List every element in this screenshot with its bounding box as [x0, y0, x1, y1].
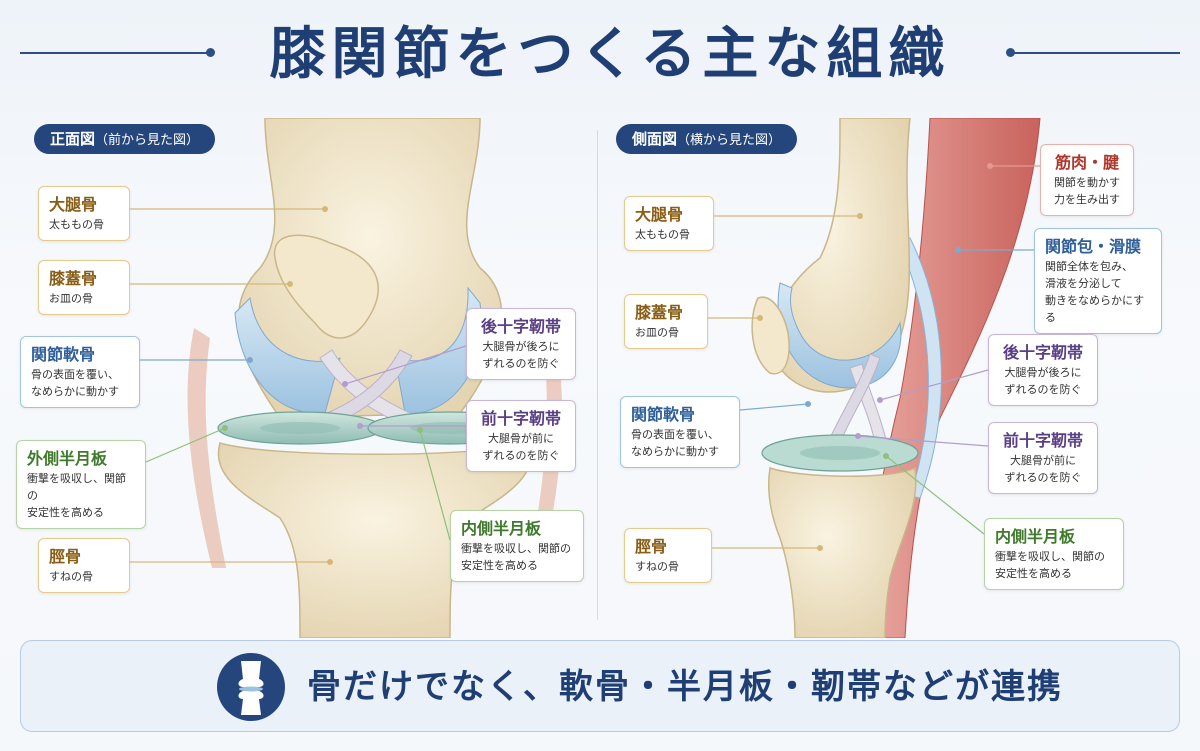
front-label-tibia-title: 脛骨 — [49, 547, 82, 566]
front-label-patella: 膝蓋骨 お皿の骨 — [38, 260, 130, 315]
front-label-lateral-meniscus: 外側半月板 衝撃を吸収し、関節の 安定性を高める — [16, 440, 146, 529]
side-label-medial-meniscus-title: 内側半月板 — [995, 527, 1076, 546]
front-view-heading-text: 正面図 — [50, 130, 96, 148]
side-label-patella-title: 膝蓋骨 — [635, 303, 684, 322]
front-label-cartilage-desc: 骨の表面を覆い、 なめらかに動かす — [31, 368, 119, 398]
side-label-medial-meniscus-desc: 衝撃を吸収し、関節の 安定性を高める — [995, 550, 1105, 580]
side-label-tibia-title: 脛骨 — [635, 537, 668, 556]
front-label-pcl-desc: 大腿骨が後ろに ずれるのを防ぐ — [482, 340, 560, 370]
front-label-acl: 前十字靭帯 大腿骨が前に ずれるのを防ぐ — [466, 400, 576, 472]
side-label-muscle-title: 筋肉・腱 — [1054, 153, 1119, 172]
side-view-heading: 側面図（横から見た図） — [616, 124, 798, 154]
side-label-pcl-desc: 大腿骨が後ろに ずれるのを防ぐ — [1004, 366, 1082, 396]
front-side-tendon-right — [528, 318, 563, 568]
side-label-acl-desc: 大腿骨が前に ずれるのを防ぐ — [1004, 454, 1082, 484]
side-tibia-shape — [767, 466, 917, 638]
side-label-tibia: 脛骨 すねの骨 — [624, 528, 712, 583]
front-label-femur-title: 大腿骨 — [49, 195, 98, 214]
front-label-lateral-meniscus-title: 外側半月板 — [27, 449, 108, 468]
side-label-femur-desc: 太ももの骨 — [635, 228, 690, 241]
front-view-subheading: （前から見た図） — [95, 133, 200, 148]
summary-text: 骨だけでなく、軟骨・半月板・靭帯などが連携 — [307, 667, 1063, 707]
side-label-capsule-title: 関節包・滑膜 — [1045, 237, 1142, 256]
front-label-lateral-meniscus-desc: 衝撃を吸収し、関節の 安定性を高める — [27, 472, 126, 519]
title-rule-right — [1010, 52, 1180, 54]
front-label-patella-title: 膝蓋骨 — [49, 269, 98, 288]
front-label-femur: 大腿骨 太ももの骨 — [38, 186, 130, 241]
title-rule-left — [20, 52, 210, 54]
front-label-pcl-title: 後十字靭帯 — [480, 317, 561, 336]
side-label-capsule-desc: 関節全体を包み、 滑液を分泌して 動きをなめらかにする — [1045, 260, 1145, 324]
side-label-muscle-desc: 関節を動かす 力を生み出す — [1054, 176, 1120, 206]
side-label-medial-meniscus: 内側半月板 衝撃を吸収し、関節の 安定性を高める — [984, 518, 1124, 590]
front-label-femur-desc: 太ももの骨 — [49, 218, 104, 231]
front-label-medial-meniscus-title: 内側半月板 — [461, 519, 542, 538]
view-divider — [597, 130, 598, 620]
side-label-capsule: 関節包・滑膜 関節全体を包み、 滑液を分泌して 動きをなめらかにする — [1034, 228, 1162, 334]
front-label-cartilage-title: 関節軟骨 — [31, 345, 96, 364]
title-rule-dot-left — [206, 48, 215, 57]
summary-banner: 骨だけでなく、軟骨・半月板・靭帯などが連携 — [20, 640, 1180, 732]
front-label-tibia-desc: すねの骨 — [49, 570, 93, 583]
front-view-heading: 正面図（前から見た図） — [34, 124, 216, 154]
front-label-acl-title: 前十字靭帯 — [480, 409, 561, 428]
knee-joint-icon — [217, 653, 285, 721]
title-area: 膝関節をつくる主な組織 — [0, 0, 1200, 112]
front-patella-shape — [274, 234, 379, 339]
side-view-subheading: （横から見た図） — [677, 133, 782, 148]
front-label-tibia: 脛骨 すねの骨 — [38, 538, 130, 593]
side-label-acl-title: 前十字靭帯 — [1002, 431, 1083, 450]
side-label-pcl-title: 後十字靭帯 — [1002, 343, 1083, 362]
front-label-medial-meniscus: 内側半月板 衝撃を吸収し、関節の 安定性を高める — [450, 510, 584, 582]
side-label-acl: 前十字靭帯 大腿骨が前に ずれるのを防ぐ — [988, 422, 1098, 494]
side-femur-shape — [771, 118, 911, 393]
front-label-patella-desc: お皿の骨 — [49, 292, 93, 305]
side-label-cartilage-title: 関節軟骨 — [631, 405, 696, 424]
side-label-patella-desc: お皿の骨 — [635, 326, 679, 339]
side-label-femur: 大腿骨 太ももの骨 — [624, 196, 714, 251]
front-label-acl-desc: 大腿骨が前に ずれるのを防ぐ — [482, 432, 560, 462]
side-view-heading-text: 側面図 — [632, 130, 678, 148]
side-label-muscle: 筋肉・腱 関節を動かす 力を生み出す — [1040, 144, 1134, 216]
page-title: 膝関節をつくる主な組織 — [269, 21, 951, 87]
side-label-tibia-desc: すねの骨 — [635, 560, 679, 573]
front-cartilage-left — [234, 296, 341, 414]
side-label-cartilage-desc: 骨の表面を覆い、 なめらかに動かす — [631, 428, 719, 458]
side-label-patella: 膝蓋骨 お皿の骨 — [624, 294, 708, 349]
side-label-pcl: 後十字靭帯 大腿骨が後ろに ずれるのを防ぐ — [988, 334, 1098, 406]
front-label-cartilage: 関節軟骨 骨の表面を覆い、 なめらかに動かす — [20, 336, 140, 408]
side-label-femur-title: 大腿骨 — [635, 205, 684, 224]
front-label-medial-meniscus-desc: 衝撃を吸収し、関節の 安定性を高める — [461, 542, 571, 572]
front-label-pcl: 後十字靭帯 大腿骨が後ろに ずれるのを防ぐ — [466, 308, 576, 380]
side-label-cartilage: 関節軟骨 骨の表面を覆い、 なめらかに動かす — [620, 396, 740, 468]
